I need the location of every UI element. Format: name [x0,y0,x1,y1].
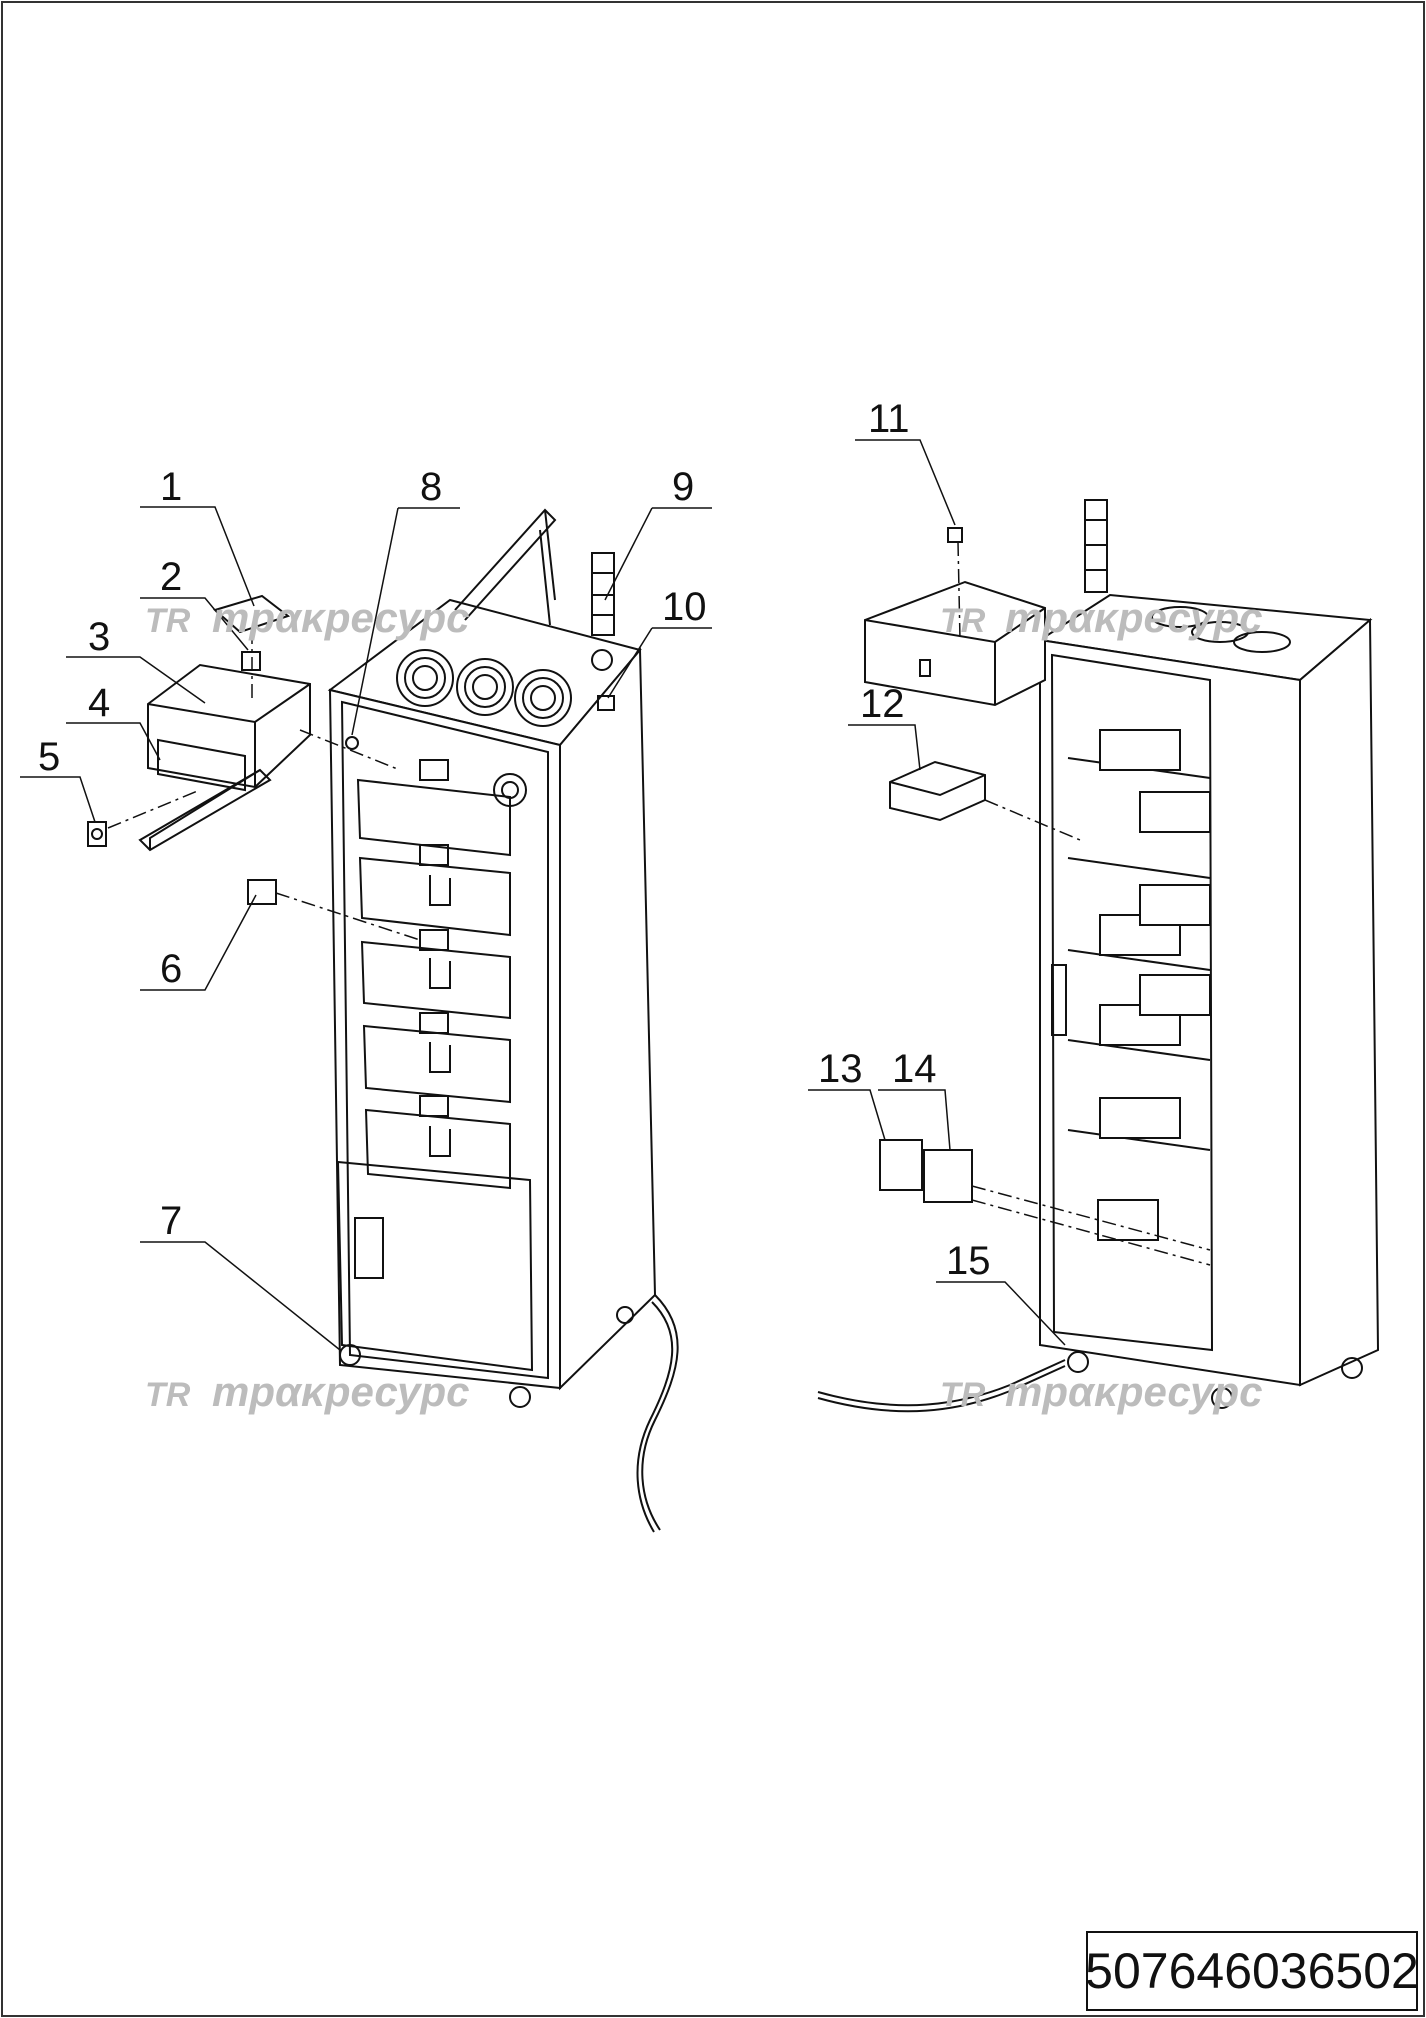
watermark-text: трακресурс [212,594,470,641]
callout-numbers: 1 2 3 4 5 6 7 8 9 10 11 12 13 14 15 [38,397,991,1283]
callout-7: 7 [160,1199,182,1243]
left-explode-lines [107,630,421,941]
callout-8: 8 [420,465,442,509]
right-explode-lines [957,541,1211,1266]
callout-14: 14 [892,1047,937,1091]
watermark-text: трακресурс [1005,594,1263,641]
document-number-box: 507646036502 [1085,1931,1419,2011]
callout-1: 1 [160,465,182,509]
watermark-bottom-right: TR трακресурс [940,1368,1263,1415]
watermark-logo: TR [940,602,986,640]
watermark-top-right: TR трακресурс [940,594,1263,641]
watermark-top-left: TR трακресурс [145,594,470,641]
callout-4: 4 [88,681,110,725]
right-cabinet [817,499,1380,1413]
callout-3: 3 [88,615,110,659]
callout-6: 6 [160,947,182,991]
watermark-logo: TR [145,602,191,640]
callout-12: 12 [860,682,905,726]
watermark-text: трακресурс [212,1368,470,1415]
left-cabinet [327,508,679,1533]
watermark-logo: TR [940,1376,986,1414]
callout-5: 5 [38,735,60,779]
watermark-text: трακресурс [1005,1368,1263,1415]
callout-leaders [20,439,1066,1351]
left-exploded-parts [87,594,311,905]
document-number: 507646036502 [1085,1943,1419,1999]
callout-11: 11 [868,397,910,441]
watermark-logo: TR [145,1376,191,1414]
callout-10: 10 [662,585,707,629]
callout-15: 15 [946,1239,991,1283]
callout-9: 9 [672,465,694,509]
callout-2: 2 [160,555,182,599]
callout-13: 13 [818,1047,863,1091]
watermark-bottom-left: TR трακресурс [145,1368,470,1415]
